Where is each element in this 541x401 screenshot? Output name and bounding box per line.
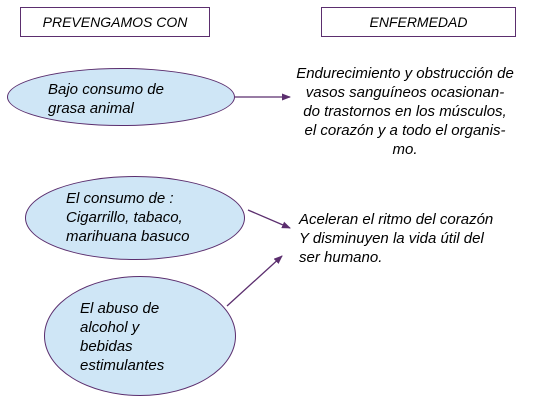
effect-text-line: ser humano.: [299, 249, 383, 266]
cause-text-line: marihuana basuco: [66, 228, 190, 245]
cause-ellipse-cigarrillo: [25, 176, 245, 260]
effect-text-line: Endurecimiento y obstrucción de: [296, 65, 514, 82]
cause-text-alcohol: El abuso de alcohol y bebidas estimulant…: [80, 299, 164, 375]
effect-text-line: Y disminuyen la vida útil del: [299, 230, 484, 247]
cause-text-grasa: Bajo consumo de grasa animal: [48, 80, 164, 118]
cause-ellipse-grasa: [7, 68, 235, 126]
header-enfermedad: ENFERMEDAD: [321, 7, 516, 37]
effect-text-endurecimiento: Endurecimiento y obstrucción de vasos sa…: [270, 64, 540, 159]
cause-text-line: El consumo de :: [66, 190, 174, 207]
cause-text-line: bebidas: [80, 338, 133, 355]
arrow-alcohol-to-aceleran: [226, 255, 283, 307]
cause-ellipse-alcohol: [44, 276, 236, 396]
cause-text-line: estimulantes: [80, 357, 165, 374]
arrow-consumo-to-aceleran: [247, 209, 291, 229]
header-enfermedad-label: ENFERMEDAD: [369, 14, 468, 30]
header-prevengamos-con: PREVENGAMOS CON: [20, 7, 210, 37]
effect-text-line: mo.: [392, 141, 418, 158]
cause-text-cigarrillo: El consumo de : Cigarrillo, tabaco, mari…: [66, 189, 189, 246]
effect-text-line: el corazón y a todo el organis-: [304, 122, 506, 139]
effect-text-line: vasos sanguíneos ocasionan-: [305, 84, 505, 101]
cause-text-line: grasa animal: [48, 100, 134, 117]
effect-text-line: do trastornos en los músculos,: [303, 103, 507, 120]
header-prevengamos-con-label: PREVENGAMOS CON: [42, 14, 188, 30]
cause-text-line: Bajo consumo de: [48, 81, 164, 98]
cause-text-line: Cigarrillo, tabaco,: [66, 209, 183, 226]
cause-text-line: El abuso de: [80, 300, 160, 317]
cause-text-line: alcohol y: [80, 319, 140, 336]
effect-text-aceleran: Aceleran el ritmo del corazón Y disminuy…: [299, 210, 493, 267]
effect-text-line: Aceleran el ritmo del corazón: [299, 211, 494, 228]
